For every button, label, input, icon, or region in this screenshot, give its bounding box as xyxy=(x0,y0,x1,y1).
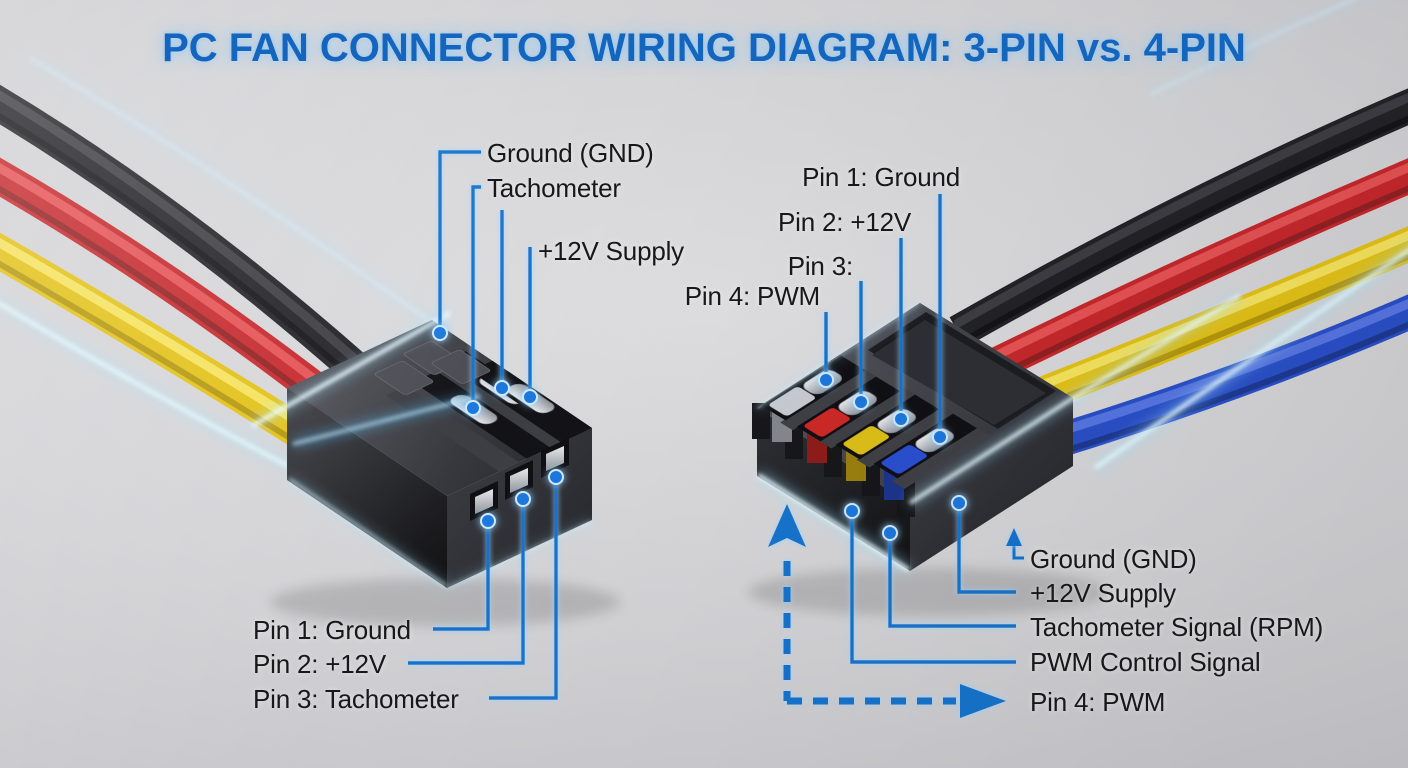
label-right-pin4-dest: Pin 4: PWM xyxy=(1030,687,1166,717)
callout-dots xyxy=(432,325,967,541)
label-right-ground: Ground (GND) xyxy=(1030,544,1197,574)
left-wire-black xyxy=(0,84,367,383)
leader-right-ground xyxy=(1012,544,1024,560)
label-left-supply: +12V Supply xyxy=(538,236,684,266)
label-right-pin1: Pin 1: Ground xyxy=(802,162,960,192)
arrow-up-icon xyxy=(768,504,806,547)
connector-4pin-recess-floor xyxy=(872,320,1046,425)
connector-3pin xyxy=(249,307,594,592)
leader-right-supply xyxy=(957,509,1016,594)
connector-shadows xyxy=(270,568,1108,626)
connector-3pin-glow xyxy=(249,307,594,592)
label-right-pin4: Pin 4: PWM xyxy=(684,281,820,311)
label-right-tachometer: Tachometer Signal (RPM) xyxy=(1030,612,1324,642)
callout-dashed-arrow xyxy=(768,504,1022,718)
label-left-ground: Ground (GND) xyxy=(487,138,654,168)
arrow-up-small-icon xyxy=(1006,528,1022,546)
leader-left-tachometer xyxy=(471,185,481,402)
leader-right-pwm xyxy=(850,517,1016,664)
leader-right-tach xyxy=(888,539,1016,628)
right-wire-black xyxy=(949,88,1408,347)
leader-left-pin2 xyxy=(408,505,525,665)
label-left-tachometer: Tachometer xyxy=(487,173,621,203)
label-right-pwm: PWM Control Signal xyxy=(1030,647,1261,677)
label-left-pin3: Pin 3: Tachometer xyxy=(253,684,459,714)
arrow-right-icon xyxy=(960,684,1006,718)
callout-lines xyxy=(408,150,1024,700)
label-right-supply: +12V Supply xyxy=(1030,578,1176,608)
label-left-pin2: Pin 2: +12V xyxy=(253,649,386,679)
connector-4pin-glow xyxy=(754,290,1244,576)
leader-left-pin1 xyxy=(433,527,490,631)
label-right-pin2: Pin 2: +12V xyxy=(778,207,911,237)
right-wire-red xyxy=(977,158,1408,386)
page-title: PC FAN CONNECTOR WIRING DIAGRAM: 3-PIN v… xyxy=(162,26,1246,70)
label-right-pin3: Pin 3: xyxy=(787,251,853,281)
connector-3pin-holes xyxy=(470,438,569,521)
leader-left-pin3 xyxy=(489,483,558,700)
connector-4pin xyxy=(752,290,1244,576)
label-left-pin1: Pin 1: Ground xyxy=(253,615,411,645)
leader-left-ground xyxy=(438,150,481,327)
connector-4pin-front-right-face xyxy=(910,398,1073,571)
left-wire-red xyxy=(0,157,351,423)
wire-glow-streaks xyxy=(0,0,1408,474)
